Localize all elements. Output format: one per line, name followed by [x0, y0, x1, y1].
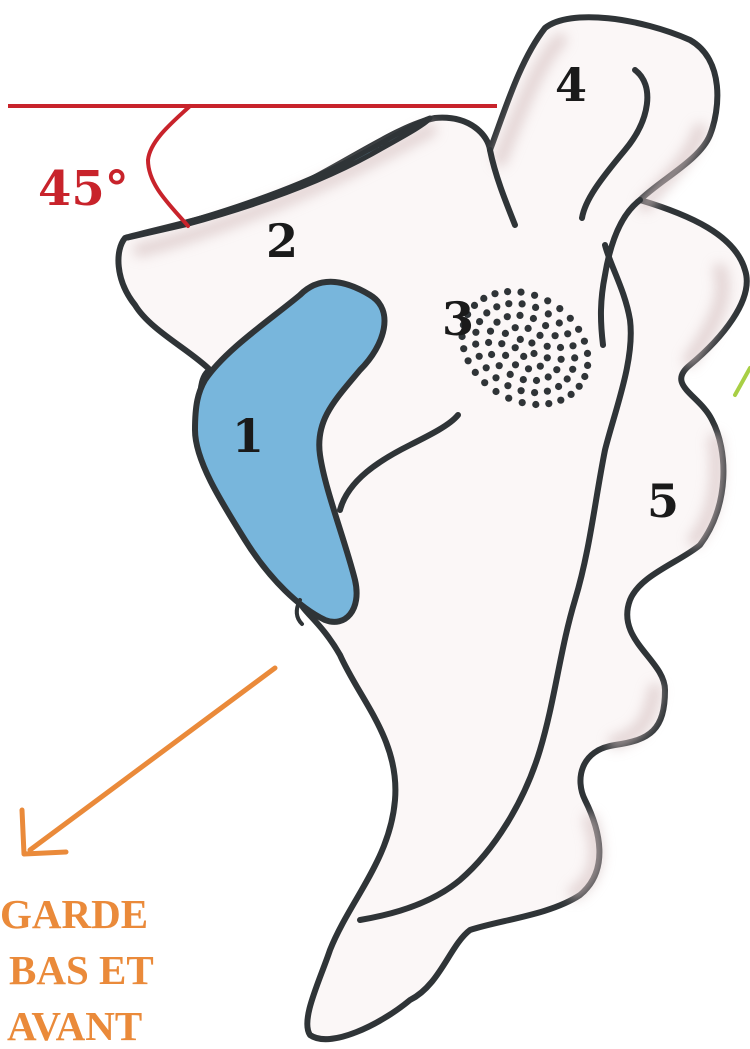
stipple-dot — [544, 354, 551, 361]
angle-arc — [148, 106, 190, 226]
stipple-dot — [492, 388, 499, 395]
stipple-dot — [542, 322, 549, 329]
stipple-dot — [512, 361, 519, 368]
stipple-dot — [496, 362, 503, 369]
stipple-dot — [476, 353, 483, 360]
stipple-dot — [544, 343, 551, 350]
bone-body — [118, 17, 746, 1039]
stipple-dot — [487, 328, 494, 335]
direction-arrow-head — [22, 810, 66, 854]
stipple-dot — [532, 401, 539, 408]
stipple-dot — [504, 288, 511, 295]
stipple-dot — [553, 366, 560, 373]
stipple-dot — [530, 350, 537, 357]
stipple-dot — [502, 330, 509, 337]
stipple-dot — [488, 351, 495, 358]
stipple-dot — [528, 339, 535, 346]
stipple-dot — [531, 292, 538, 299]
direction-arrow-shaft — [30, 668, 275, 850]
stipple-dot — [493, 319, 500, 326]
stipple-dot — [552, 332, 559, 339]
stipple-dot — [571, 354, 578, 361]
stipple-dot — [492, 374, 499, 381]
stipple-dot — [481, 379, 488, 386]
stipple-dot — [485, 339, 492, 346]
stipple-dot — [581, 373, 588, 380]
stipple-dot — [512, 344, 519, 351]
stipple-dot — [555, 383, 562, 390]
stipple-dot — [569, 342, 576, 349]
stipple-dot — [584, 362, 591, 369]
stipple-dot — [533, 377, 540, 384]
stipple-dot — [507, 371, 514, 378]
stipple-dot — [536, 332, 543, 339]
stipple-dot — [525, 365, 532, 372]
stipple-dot — [556, 305, 563, 312]
stipple-dot — [504, 313, 511, 320]
label-2: 2 — [266, 214, 298, 268]
stipple-dot — [476, 318, 483, 325]
stipple-dot — [532, 304, 539, 311]
stipple-dot — [568, 391, 575, 398]
caption-line-1: GARDE — [0, 891, 148, 937]
stipple-dot — [557, 397, 564, 404]
stipple-dot — [576, 383, 583, 390]
stipple-dot — [517, 289, 524, 296]
stipple-dot — [520, 353, 527, 360]
caption-line-2: BAS ET — [9, 947, 154, 993]
angle-label: 45° — [38, 161, 129, 217]
stipple-dot — [483, 364, 490, 371]
label-4: 4 — [555, 58, 587, 112]
stipple-dot — [498, 340, 505, 347]
stipple-dot — [516, 312, 523, 319]
stipple-dot — [569, 366, 576, 373]
stipple-dot — [502, 352, 509, 359]
stipple-dot — [480, 295, 487, 302]
stipple-dot — [564, 330, 571, 337]
stipple-dot — [575, 326, 582, 333]
stipple-dot — [520, 376, 527, 383]
stipple-dot — [545, 310, 552, 317]
stipple-dot — [558, 356, 565, 363]
stipple-dot — [567, 315, 574, 322]
stipple-dot — [491, 290, 498, 297]
stipple-dot — [517, 336, 524, 343]
stipple-dot — [493, 303, 500, 310]
stipple-dot — [556, 319, 563, 326]
stipple-dot — [531, 389, 538, 396]
stipple-dot — [544, 388, 551, 395]
stipple-dot — [564, 375, 571, 382]
stipple-dot — [545, 400, 552, 407]
stipple-dot — [581, 338, 588, 345]
stipple-dot — [518, 387, 525, 394]
stipple-dot — [545, 373, 552, 380]
stipple-dot — [537, 363, 544, 370]
stipple-dot — [460, 345, 467, 352]
label-5: 5 — [647, 474, 679, 528]
stipple-dot — [519, 300, 526, 307]
stipple-dot — [525, 325, 532, 332]
stipple-dot — [504, 382, 511, 389]
label-3: 3 — [442, 292, 474, 346]
stipple-dot — [483, 309, 490, 316]
stipple-dot — [505, 300, 512, 307]
label-1: 1 — [232, 409, 264, 463]
stipple-dot — [472, 369, 479, 376]
stipple-dot — [544, 297, 551, 304]
stipple-dot — [584, 350, 591, 357]
green-mark — [735, 368, 750, 395]
caption-line-3: AVANT — [7, 1003, 142, 1049]
stipple-dot — [512, 324, 519, 331]
stipple-dot — [505, 395, 512, 402]
stipple-dot — [465, 357, 472, 364]
stipple-dot — [557, 344, 564, 351]
stipple-dot — [519, 399, 526, 406]
stipple-dot — [530, 315, 537, 322]
